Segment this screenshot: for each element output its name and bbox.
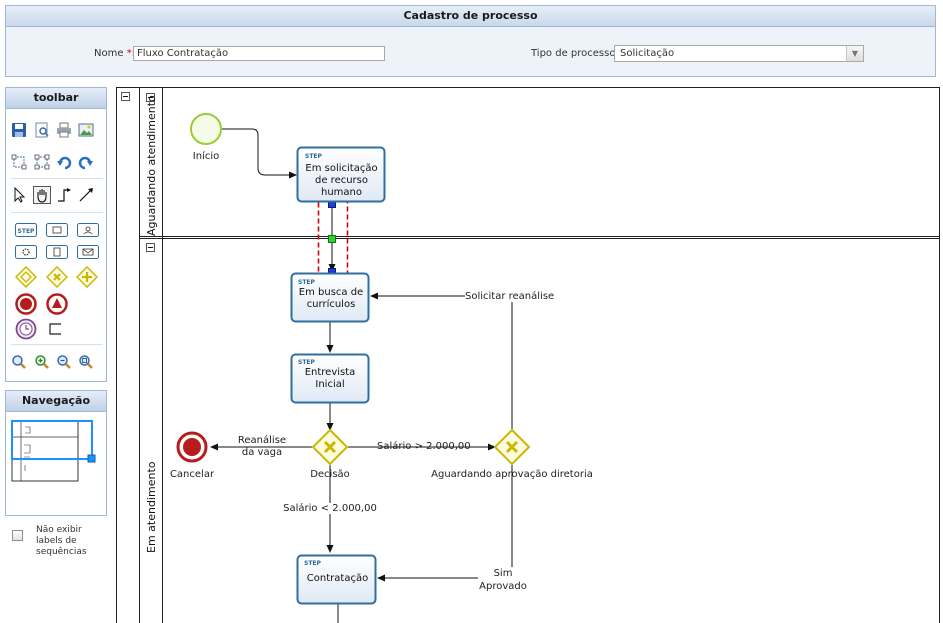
type-label-text: Tipo de processo [531, 48, 619, 59]
lane-title-aguardando: Aguardando atendimento [145, 95, 158, 236]
print-icon[interactable] [55, 121, 73, 139]
end-event-cancelar[interactable] [176, 431, 208, 463]
flow-label-reanalise: Reanálise da vaga [237, 435, 287, 458]
selection-handle[interactable] [328, 235, 336, 243]
gateway-decisao-label: Decisão [310, 469, 350, 480]
end-event-label: Cancelar [169, 469, 215, 480]
message-task-icon[interactable] [77, 243, 99, 261]
step-tag: STEP [298, 279, 315, 286]
process-type-label: Tipo de processo *: [531, 48, 627, 59]
zoom-in-icon[interactable] [33, 353, 51, 371]
start-event[interactable] [190, 113, 222, 145]
step-tag: STEP [304, 560, 321, 567]
manual-task-icon[interactable] [46, 221, 68, 239]
service-task-icon[interactable] [15, 243, 37, 261]
error-event-icon[interactable] [46, 293, 68, 315]
navigation-minimap[interactable] [6, 413, 106, 513]
toolbar-title: toolbar [6, 88, 106, 109]
exclusive-gateway-icon[interactable] [46, 266, 68, 288]
selection-box [317, 194, 349, 282]
svg-text:STEP: STEP [18, 228, 36, 235]
timer-event-icon[interactable] [15, 318, 37, 340]
selection-handle[interactable] [328, 268, 336, 276]
process-form-panel: Cadastro de processo Nome *: Fluxo Contr… [5, 5, 936, 77]
process-type-value: Solicitação [620, 48, 675, 59]
toolbar-panel: toolbar STEP [5, 87, 107, 382]
annotation-icon[interactable] [46, 320, 64, 338]
parallel-gateway-icon[interactable] [76, 266, 98, 288]
pan-hand-icon[interactable] [33, 186, 51, 204]
name-label-text: Nome [94, 48, 127, 59]
task-label: Contratação [306, 573, 369, 584]
flow-aprovacao-to-contratacao[interactable] [377, 464, 513, 582]
step-task-icon[interactable]: STEP [15, 221, 37, 239]
save-icon[interactable] [10, 121, 28, 139]
undo-icon[interactable] [55, 153, 73, 171]
pointer-icon[interactable] [10, 186, 28, 204]
redo-icon[interactable] [77, 153, 95, 171]
chevron-down-icon[interactable]: ▼ [846, 46, 863, 61]
pool[interactable] [116, 87, 940, 623]
flow-label-salario-menor: Salário < 2.000,00 [283, 503, 377, 514]
flow-label-solicitar-reanalise: Solicitar reanálise [465, 291, 555, 302]
script-task-icon[interactable] [46, 243, 68, 261]
navigation-title: Navegação [6, 391, 106, 412]
flow-start-to-solicitacao[interactable] [222, 128, 297, 179]
hide-labels-checkbox[interactable] [12, 530, 23, 541]
selection-handle[interactable] [328, 200, 336, 208]
process-type-select[interactable]: Solicitação ▼ [614, 45, 864, 62]
gateway-icon[interactable] [15, 266, 37, 288]
collapse-pool-icon[interactable] [121, 92, 130, 101]
task-label: Em solicitação de recurso humano [305, 163, 378, 198]
name-field-label: Nome *: [94, 48, 135, 59]
select-area-icon[interactable] [10, 153, 28, 171]
task-label: Entrevista Inicial [304, 367, 356, 390]
hide-labels-label: Não exibir labels de sequências [36, 525, 87, 557]
start-event-label: Início [192, 151, 220, 162]
step-tag: STEP [298, 359, 315, 366]
flow-label-salario-maior: Salário > 2.000,00 [377, 441, 471, 452]
task-label: Em busca de currículos [298, 287, 364, 310]
toolbar-divider [11, 344, 103, 345]
gateway-aprovacao-label: Aguardando aprovação diretoria [431, 469, 593, 480]
required-mark: *: [126, 48, 136, 59]
flow-label-sim-aprovado: Sim Aprovado [478, 567, 528, 593]
navigation-panel: Navegação [5, 390, 107, 516]
gateway-aprovacao[interactable] [493, 428, 531, 466]
flow-aprovacao-to-busca[interactable] [370, 292, 513, 430]
collapse-lane-icon[interactable] [146, 243, 155, 252]
user-task-icon[interactable] [77, 221, 99, 239]
name-input[interactable]: Fluxo Contratação [133, 46, 385, 61]
end-event-icon[interactable] [15, 293, 37, 315]
step-tag: STEP [305, 153, 322, 160]
orthogonal-connector-icon[interactable] [55, 186, 73, 204]
zoom-icon[interactable] [10, 353, 28, 371]
export-image-icon[interactable] [77, 121, 95, 139]
gateway-decisao[interactable] [311, 428, 349, 466]
zoom-out-icon[interactable] [55, 353, 73, 371]
straight-connector-icon[interactable] [77, 186, 95, 204]
zoom-fit-icon[interactable] [77, 353, 95, 371]
print-preview-icon[interactable] [33, 121, 51, 139]
toolbar-divider [11, 212, 103, 213]
toolbar-divider [11, 178, 103, 179]
lane-title-em-atendimento: Em atendimento [145, 461, 158, 554]
page-title: Cadastro de processo [6, 6, 935, 27]
group-icon[interactable] [33, 153, 51, 171]
